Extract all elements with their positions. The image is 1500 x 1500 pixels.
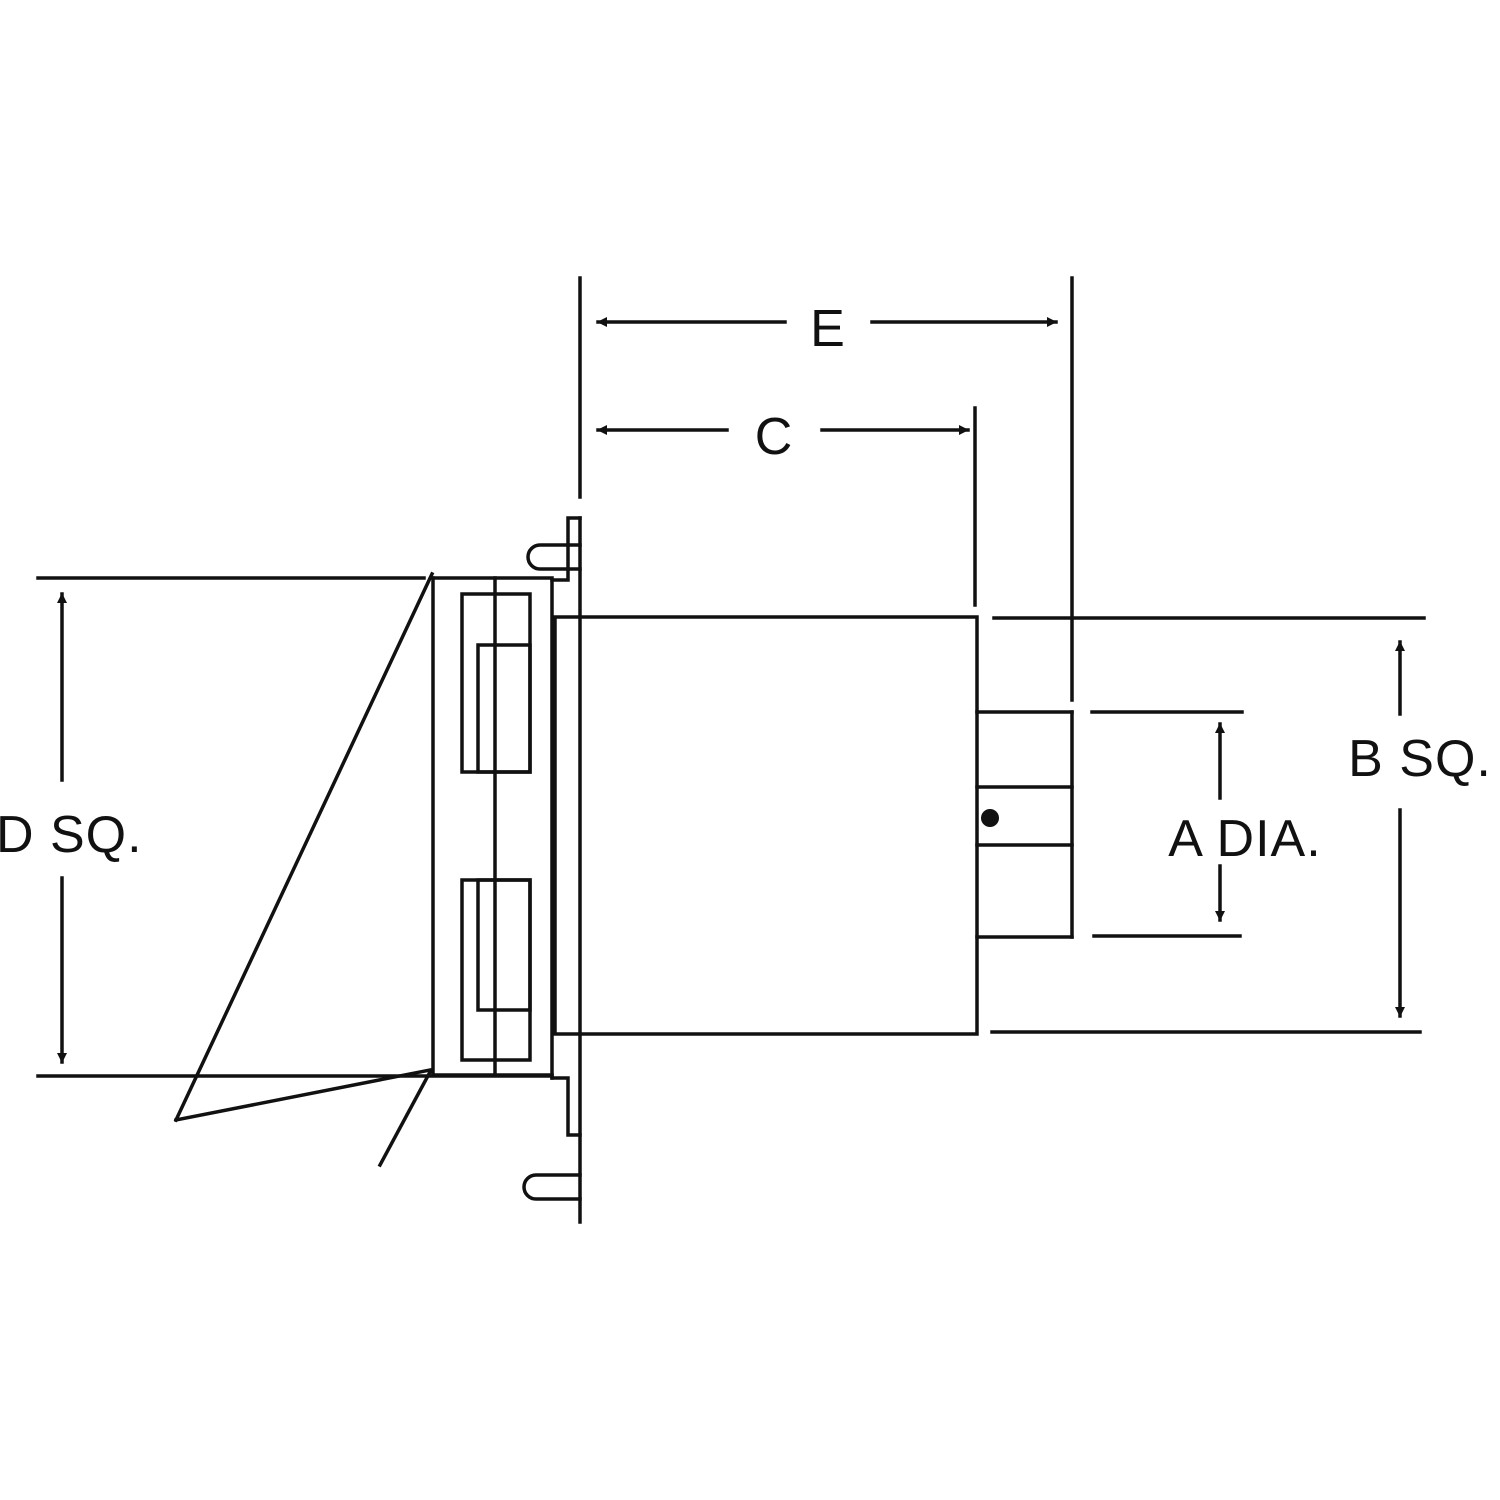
terminal-block-bottom bbox=[460, 878, 532, 1062]
label-d: D SQ. bbox=[0, 806, 143, 864]
stud-dot bbox=[981, 809, 999, 827]
mounting-clip-top bbox=[526, 543, 582, 571]
label-a: A DIA. bbox=[1168, 810, 1321, 868]
meter-body bbox=[553, 615, 979, 1036]
dimension-b: B SQ. bbox=[1348, 640, 1492, 1018]
mounting-clip-bottom bbox=[522, 1173, 582, 1201]
rear-stud bbox=[975, 710, 1074, 939]
dimension-c: C bbox=[596, 408, 970, 466]
extension-lines bbox=[36, 276, 1426, 1078]
panel-plate bbox=[550, 276, 582, 1224]
dimension-e: E bbox=[596, 300, 1058, 358]
label-e: E bbox=[810, 300, 846, 358]
dimension-a: A DIA. bbox=[1168, 722, 1321, 922]
terminal-block-top bbox=[460, 592, 532, 774]
label-c: C bbox=[755, 408, 794, 466]
label-b: B SQ. bbox=[1348, 730, 1492, 788]
dimension-d: D SQ. bbox=[0, 592, 143, 1064]
front-bezel bbox=[173, 571, 554, 1168]
